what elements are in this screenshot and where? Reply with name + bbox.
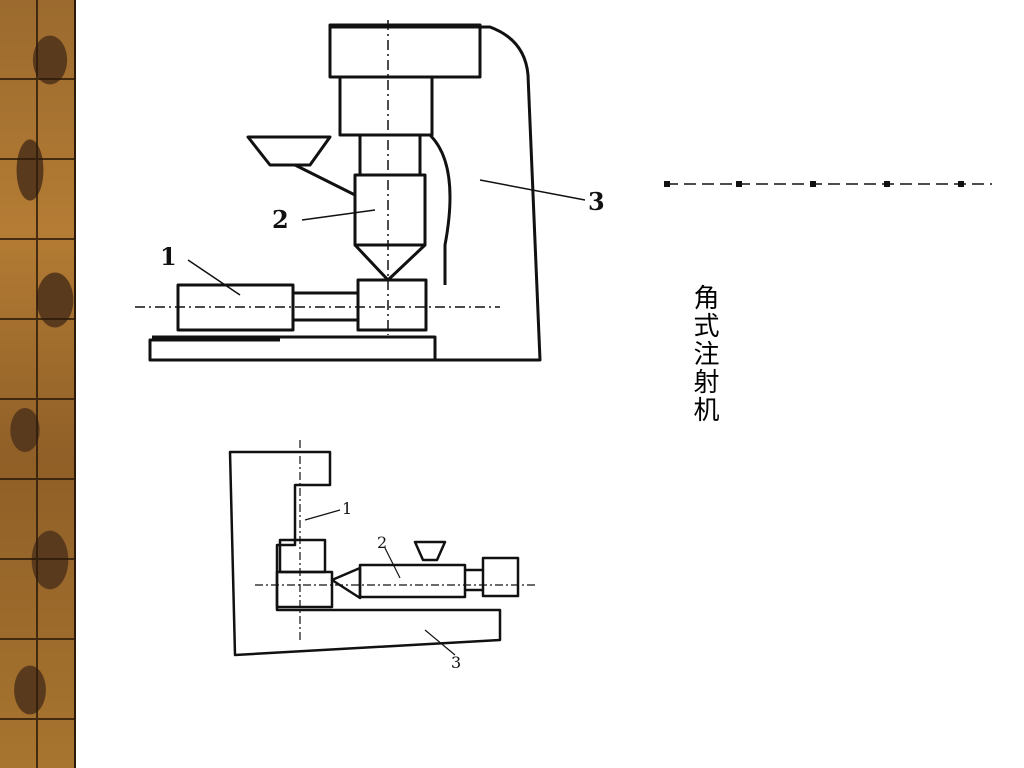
vertical-barrel xyxy=(358,135,422,175)
marker-square xyxy=(884,181,890,187)
drive-unit xyxy=(481,556,520,598)
marker-square xyxy=(810,181,816,187)
diagram-top-angle-machine: 1 2 3 xyxy=(135,20,605,362)
mold-block xyxy=(356,278,428,332)
leader-3 xyxy=(424,629,456,656)
hopper xyxy=(246,135,332,167)
support-rod xyxy=(428,133,452,285)
decorative-sidebar xyxy=(0,0,76,768)
label-3: 3 xyxy=(451,653,461,672)
connector xyxy=(465,568,483,592)
leader-2 xyxy=(301,209,376,221)
nozzle-cone xyxy=(353,243,427,282)
leader-1 xyxy=(304,509,341,521)
barrel xyxy=(358,563,467,599)
marker-square xyxy=(664,181,670,187)
nozzle-cone xyxy=(330,566,362,600)
decorative-dashed-line xyxy=(664,181,992,187)
top-housing xyxy=(338,75,434,137)
lower-mold xyxy=(275,570,334,609)
frame-outline xyxy=(148,25,542,362)
tie-bars xyxy=(293,291,358,322)
label-3: 3 xyxy=(588,187,605,216)
marker-square xyxy=(736,181,742,187)
label-2: 2 xyxy=(377,533,387,552)
barrel-body xyxy=(353,173,427,247)
slide-title: 角式注射机 xyxy=(689,284,719,424)
leader-1 xyxy=(187,259,241,296)
sidebar-grid-pattern xyxy=(0,0,74,768)
base-plate xyxy=(152,335,437,360)
label-1: 1 xyxy=(342,499,352,518)
hopper-chute xyxy=(294,163,356,197)
marker-square xyxy=(958,181,964,187)
frame-outline xyxy=(228,450,502,657)
label-1: 1 xyxy=(160,242,177,271)
hopper xyxy=(413,540,447,562)
housing-cap xyxy=(328,23,482,79)
leader-3 xyxy=(479,179,586,201)
label-2: 2 xyxy=(272,205,289,234)
diagram-bottom-angle-machine: 1 2 3 xyxy=(228,440,535,672)
leader-2 xyxy=(384,547,401,579)
